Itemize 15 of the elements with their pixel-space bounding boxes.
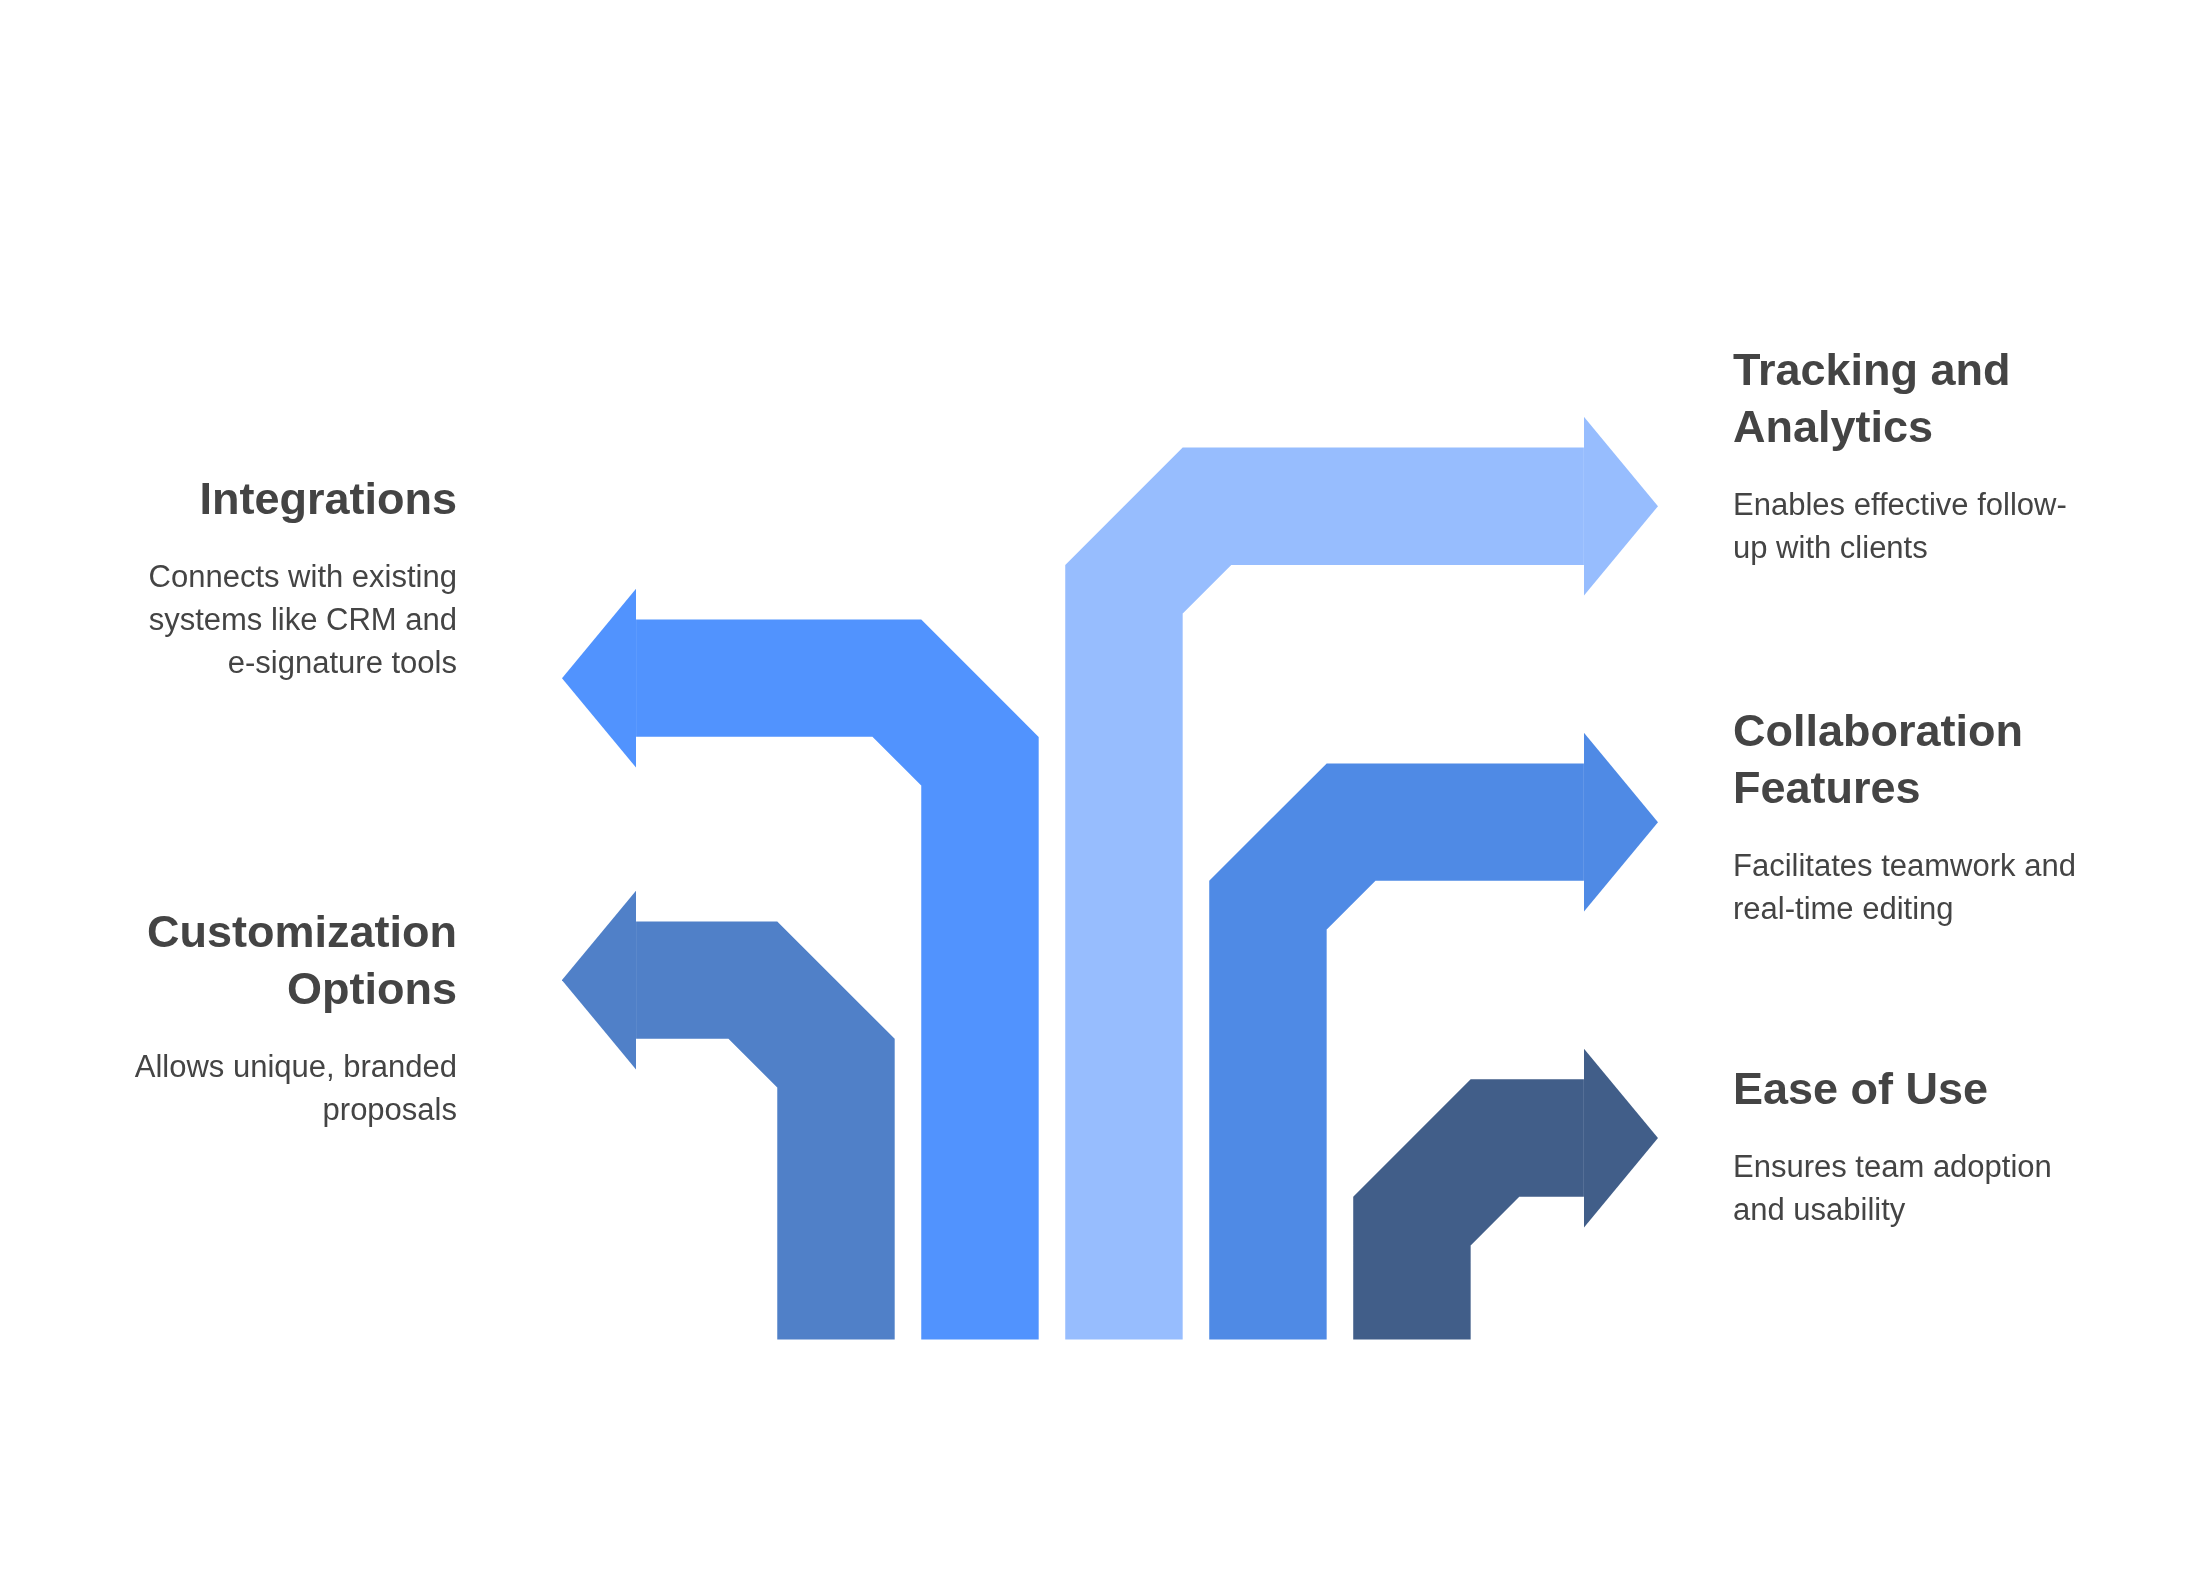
bent-arrow: [1353, 1048, 1658, 1340]
bent-arrow: [562, 588, 1039, 1340]
description: Connects with existing systems like CRM and e-signature tools: [147, 557, 457, 682]
description: Enables effective follow-up with clients: [1733, 486, 2068, 568]
description: Allows unique, branded proposals: [133, 1048, 457, 1130]
heading: Tracking and Analytics: [1733, 343, 2012, 455]
heading: Collaboration Features: [1733, 703, 2024, 815]
bent-arrow: [1209, 732, 1658, 1340]
bent-arrow: [562, 890, 895, 1340]
description: Facilitates teamwork and real-time editing: [1733, 846, 2077, 928]
description: Ensures team adoption and usability: [1733, 1147, 2053, 1229]
heading: Customization Options: [146, 905, 457, 1017]
heading: Ease of Use: [1733, 1061, 1990, 1116]
heading: Integrations: [198, 471, 457, 526]
bent-arrow: [1065, 416, 1658, 1340]
